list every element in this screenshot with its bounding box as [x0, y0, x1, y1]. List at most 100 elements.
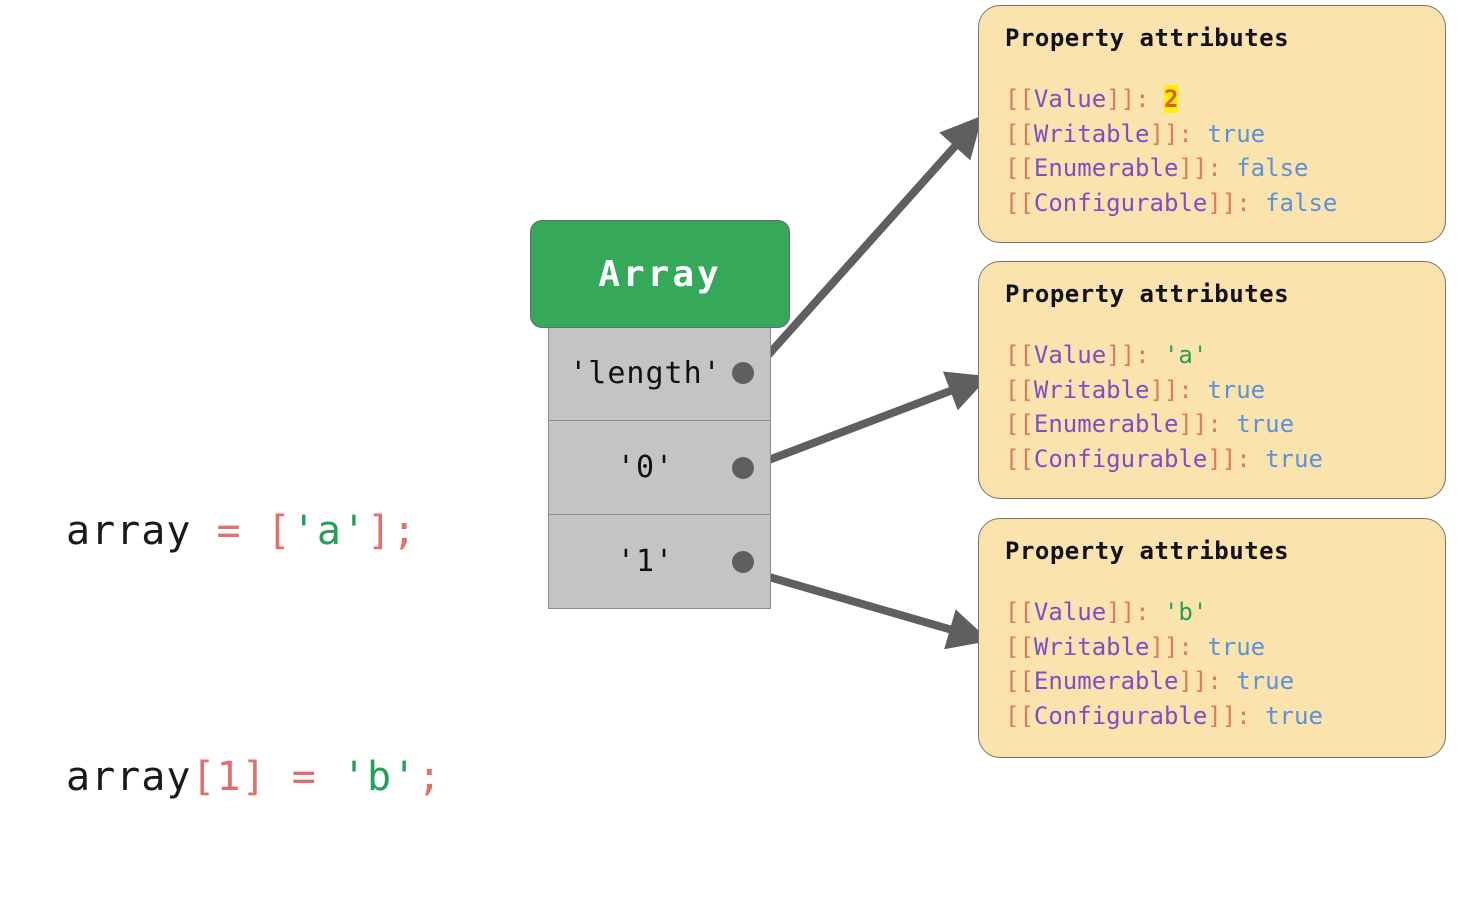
property-attribute-row: [[Enumerable]]: false: [1005, 151, 1419, 186]
code-token: array: [66, 508, 192, 554]
attribute-separator: :: [1207, 410, 1237, 438]
attribute-bracket: [[: [1005, 410, 1034, 438]
arrow-index0-to-card-1: [743, 371, 990, 473]
attribute-bracket: ]]: [1149, 119, 1179, 148]
attribute-separator: :: [1135, 85, 1164, 113]
attribute-bracket: ]]: [1106, 598, 1136, 626]
card-title: Property attributes: [1005, 280, 1290, 308]
attribute-value: 'a': [1163, 341, 1208, 369]
attribute-key: Configurable: [1033, 188, 1208, 217]
card-rows: [[Value]]: 'a'[[Writable]]: true[[Enumer…: [1005, 338, 1419, 476]
attribute-bracket: [[: [1005, 667, 1034, 695]
attribute-value: true: [1207, 375, 1266, 404]
attribute-key: Enumerable: [1033, 410, 1179, 438]
array-slot-label: '1': [616, 544, 675, 579]
slot-connector-dot-icon: [732, 456, 754, 479]
property-attributes-card: Property attributes [[Value]]: 'a'[[Writ…: [978, 261, 1446, 499]
attribute-value: 'b': [1163, 598, 1208, 626]
code-token: [: [266, 508, 292, 554]
property-attributes-card: Property attributes [[Value]]: 2[[Writab…: [978, 5, 1446, 243]
code-token: =: [191, 508, 267, 554]
attribute-bracket: [[: [1005, 154, 1034, 182]
array-slot-0[interactable]: '0': [549, 420, 770, 514]
attribute-bracket: [[: [1005, 188, 1034, 217]
card-rows: [[Value]]: 'b'[[Writable]]: true[[Enumer…: [1005, 595, 1419, 733]
attribute-bracket: ]]: [1178, 410, 1208, 438]
attribute-key: Enumerable: [1033, 154, 1179, 182]
array-object-header: Array: [530, 220, 790, 328]
attribute-separator: :: [1207, 667, 1237, 695]
code-token: ;: [392, 508, 418, 554]
code-token: [: [191, 754, 217, 800]
attribute-separator: :: [1236, 188, 1266, 217]
code-snippet: array = ['a']; array[1] = 'b';: [66, 326, 442, 900]
attribute-bracket: ]]: [1178, 667, 1208, 695]
slot-connector-dot-icon: [732, 362, 754, 384]
attribute-bracket: ]]: [1207, 188, 1237, 217]
card-title: Property attributes: [1005, 537, 1290, 565]
attribute-bracket: [[: [1005, 701, 1034, 730]
code-line-1: array[1] = 'b';: [66, 736, 442, 818]
slot-connector-dot-icon: [732, 550, 754, 573]
attribute-bracket: [[: [1005, 598, 1034, 626]
attribute-bracket: ]]: [1207, 701, 1237, 730]
attribute-bracket: [[: [1005, 341, 1034, 369]
attribute-bracket: ]]: [1106, 341, 1136, 369]
attribute-separator: :: [1135, 598, 1164, 626]
attribute-separator: :: [1178, 375, 1208, 404]
attribute-bracket: ]]: [1207, 444, 1237, 473]
array-slot-label: 'length': [569, 355, 722, 391]
attribute-key: Configurable: [1033, 701, 1208, 730]
attribute-value: true: [1265, 444, 1323, 473]
property-attribute-row: [[Configurable]]: false: [1005, 186, 1419, 221]
property-attribute-row: [[Enumerable]]: true: [1005, 664, 1419, 699]
attribute-value: true: [1236, 667, 1295, 695]
attribute-separator: :: [1236, 701, 1266, 730]
code-token: ;: [417, 754, 443, 800]
array-slot-length[interactable]: 'length': [549, 326, 770, 420]
attribute-bracket: ]]: [1106, 85, 1136, 113]
property-attribute-row: [[Writable]]: true: [1005, 373, 1419, 408]
attribute-key: Value: [1033, 598, 1107, 626]
array-slot-1[interactable]: '1': [549, 514, 770, 608]
attribute-key: Writable: [1033, 119, 1150, 148]
attribute-bracket: [[: [1005, 375, 1034, 404]
array-property-slots: 'length' '0' '1': [548, 326, 771, 609]
attribute-bracket: [[: [1005, 85, 1034, 113]
attribute-key: Configurable: [1033, 444, 1208, 473]
property-attribute-row: [[Value]]: 'b': [1005, 595, 1419, 630]
attribute-key: Value: [1033, 341, 1107, 369]
attribute-value: true: [1236, 410, 1295, 438]
attribute-bracket: ]]: [1149, 375, 1179, 404]
attribute-key: Writable: [1033, 375, 1150, 404]
attribute-separator: :: [1178, 632, 1208, 661]
property-attribute-row: [[Enumerable]]: true: [1005, 407, 1419, 442]
attribute-bracket: [[: [1005, 119, 1034, 148]
code-token: ]: [367, 508, 393, 554]
attribute-key: Writable: [1033, 632, 1150, 661]
array-object-title: Array: [598, 253, 722, 295]
card-title: Property attributes: [1005, 24, 1290, 52]
attribute-value: true: [1265, 701, 1323, 730]
property-attribute-row: [[Value]]: 'a': [1005, 338, 1419, 373]
attribute-value: true: [1207, 119, 1266, 148]
code-line-0: array = ['a'];: [66, 490, 442, 572]
code-token: ]: [241, 754, 267, 800]
array-slot-label: '0': [616, 450, 675, 485]
attribute-key: Enumerable: [1033, 667, 1179, 695]
attribute-value: 2: [1163, 85, 1179, 113]
property-attribute-row: [[Writable]]: true: [1005, 630, 1419, 665]
attribute-value: false: [1265, 188, 1338, 217]
property-attribute-row: [[Configurable]]: true: [1005, 699, 1419, 734]
attribute-bracket: [[: [1005, 632, 1034, 661]
attribute-value: false: [1236, 154, 1309, 182]
attribute-bracket: [[: [1005, 444, 1034, 473]
code-token: 'a': [291, 508, 368, 554]
property-attribute-row: [[Writable]]: true: [1005, 117, 1419, 152]
attribute-separator: :: [1178, 119, 1208, 148]
property-attributes-card: Property attributes [[Value]]: 'b'[[Writ…: [978, 518, 1446, 758]
code-token: =: [266, 754, 342, 800]
code-token: array: [66, 754, 192, 800]
attribute-key: Value: [1033, 85, 1107, 113]
arrow-index1-to-card-2: [743, 566, 990, 650]
